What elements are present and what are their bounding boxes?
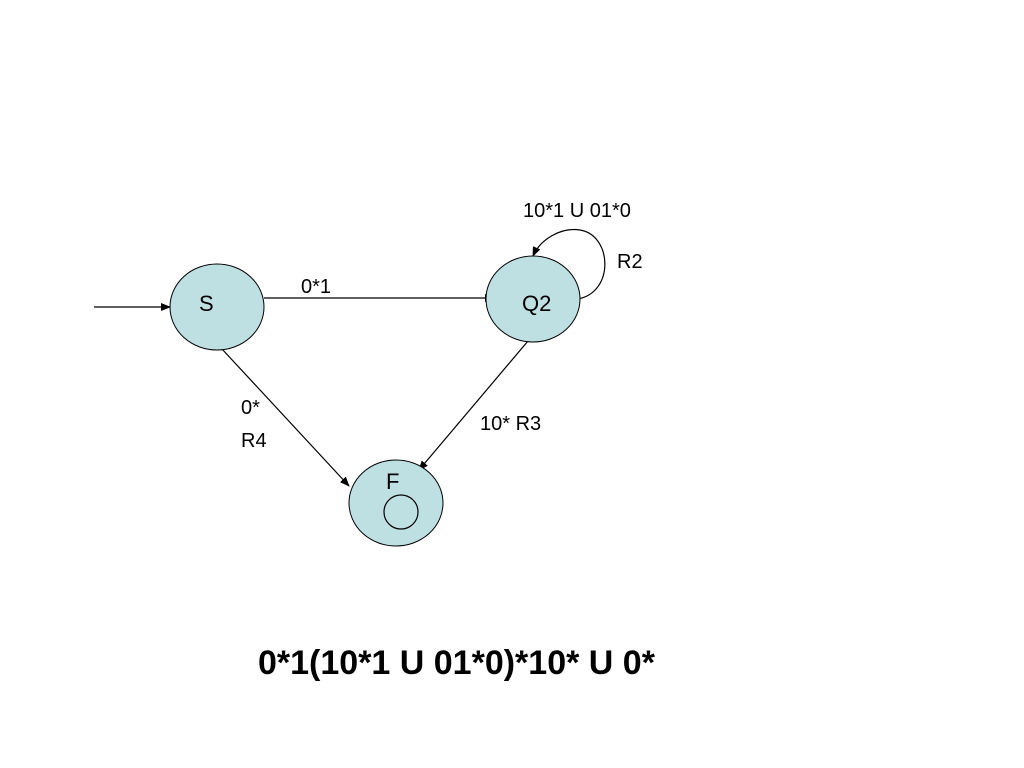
state-f-label: F: [386, 469, 399, 494]
edge-q2-loop-label: 10*1 U 01*0: [523, 200, 631, 222]
edge-s-to-f-name: R4: [241, 430, 267, 452]
edge-s-to-q2-label: 0*1: [301, 276, 331, 298]
edge-q2-loop-name: R2: [617, 251, 643, 273]
edge-q2-to-f-label: 10* R3: [480, 413, 541, 435]
state-s-label: S: [199, 291, 214, 316]
edge-q2-loop: [532, 229, 606, 300]
state-q2: [485, 255, 581, 343]
edge-s-to-f: [221, 348, 350, 487]
state-f: [348, 459, 444, 547]
accept-inner-circle: [383, 494, 419, 530]
edge-s-to-f-label: 0*: [241, 397, 260, 419]
edge-q2-to-f: [418, 340, 529, 471]
state-q2-label: Q2: [522, 291, 551, 316]
state-s: [169, 263, 265, 351]
result-expression: 0*1(10*1 U 01*0)*10* U 0*: [258, 644, 656, 682]
